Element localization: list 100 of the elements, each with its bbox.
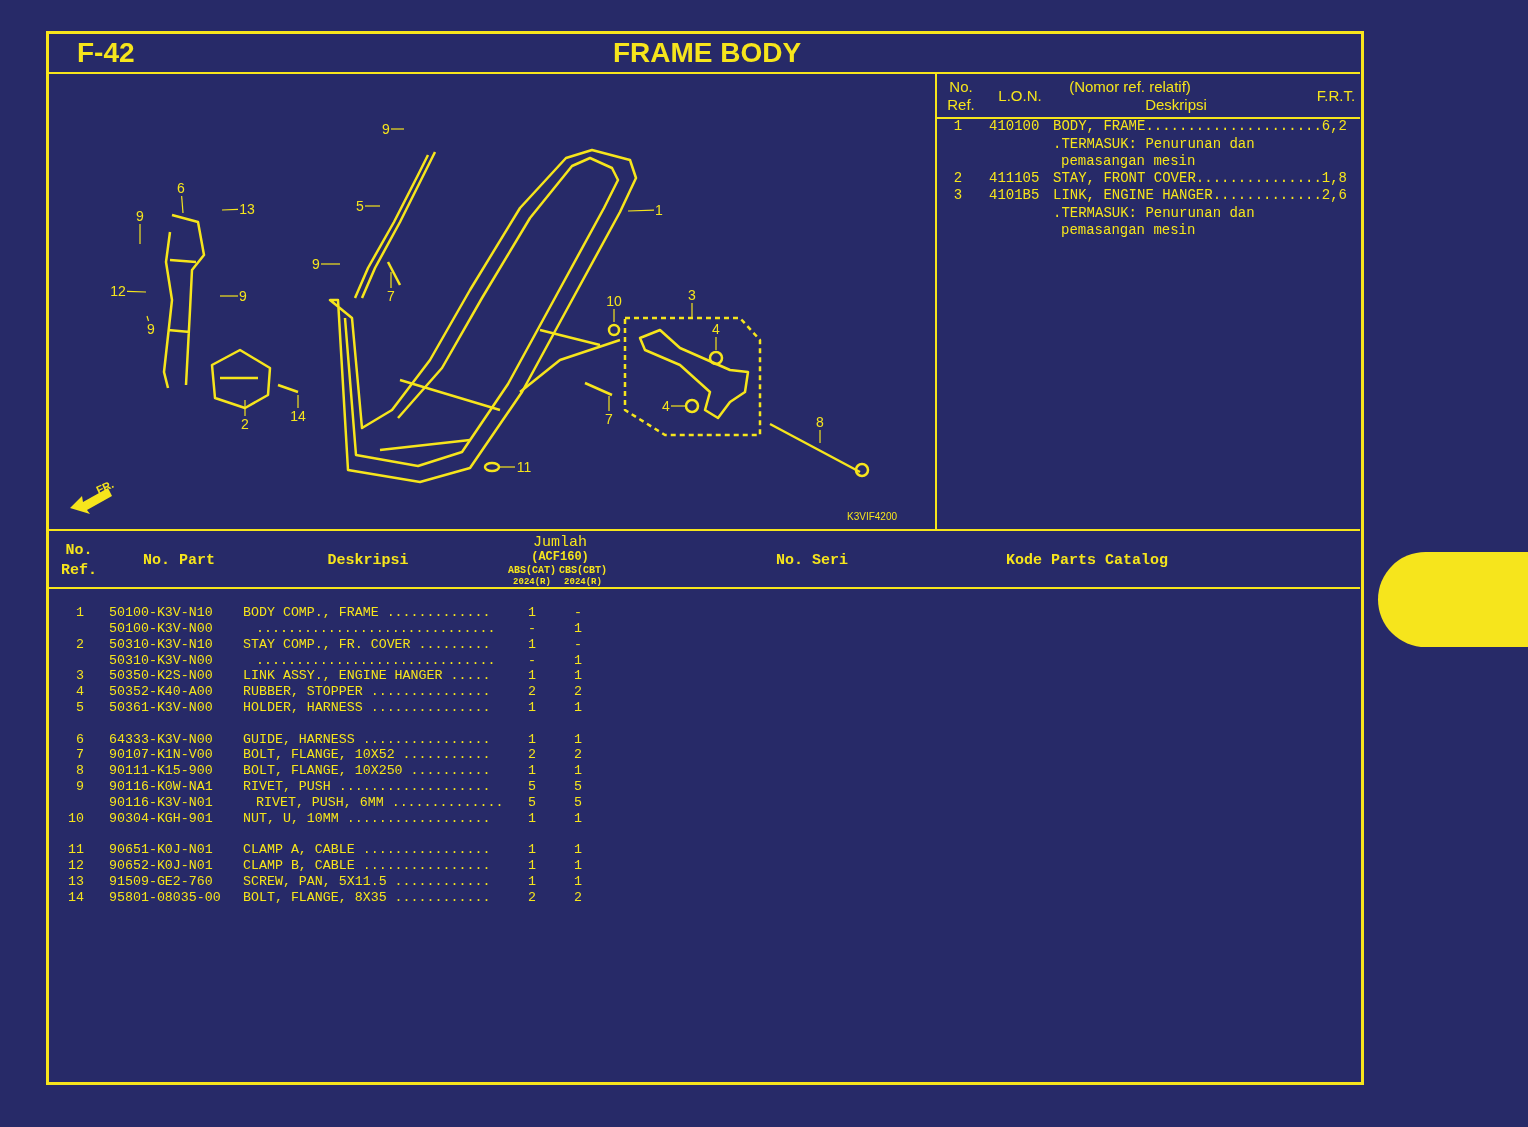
model-year: 2024(R): [513, 577, 551, 587]
quantity-value: 1: [574, 668, 582, 685]
page-title: FRAME BODY: [612, 36, 802, 70]
quantity-value: 1: [528, 699, 536, 716]
leader-line: [497, 466, 516, 468]
leader-line: [219, 295, 239, 297]
part-description: GUIDE, HARNESS ................: [243, 731, 491, 748]
quantity-value: 2: [574, 684, 582, 700]
ref-number: 1: [76, 605, 84, 621]
quantity-value: 1: [574, 731, 582, 748]
quantity-value: 1: [574, 810, 582, 827]
part-description: BOLT, FLANGE, 10X250 ..........: [243, 763, 491, 779]
ref-number: 3: [953, 187, 963, 205]
column-header: F.R.T.: [1316, 87, 1356, 105]
leader-line: [819, 429, 821, 444]
part-description: LINK, ENGINE HANGER.............: [1053, 187, 1322, 205]
leader-line: [691, 302, 693, 319]
part-description: RIVET, PUSH, 6MM ..............: [256, 794, 504, 811]
quantity-value: 2: [528, 747, 536, 764]
part-number: 90116-K3V-N01: [109, 794, 213, 811]
ref-number: 14: [68, 889, 84, 906]
part-description: STAY, FRONT COVER...............: [1053, 170, 1322, 188]
leader-line: [715, 336, 717, 351]
side-tab: [1378, 552, 1528, 647]
callout-number: 7: [386, 288, 396, 304]
column-header: Deskripsi: [327, 552, 409, 570]
quantity-value: 1: [528, 636, 536, 653]
drawing-code: K3VIF4200: [847, 511, 898, 523]
leader-line: [390, 271, 392, 289]
part-number: 50100-K3V-N00: [109, 620, 213, 637]
leader-line: [627, 209, 655, 212]
part-description: ..............................: [256, 652, 496, 669]
column-header: (Nomor ref. relatif): [1069, 78, 1191, 96]
part-number: 50361-K3V-N00: [109, 699, 213, 716]
part-number: 50350-K2S-N00: [109, 668, 213, 685]
ref-number: 13: [68, 873, 84, 890]
frt-value: 6,2: [1321, 118, 1347, 136]
part-number: 90652-K0J-N01: [109, 857, 213, 874]
ref-number: 12: [68, 857, 84, 874]
part-description: SCREW, PAN, 5X11.5 ............: [243, 873, 491, 890]
callout-number: 9: [381, 121, 391, 137]
part-number: 50310-K3V-N00: [109, 652, 213, 669]
lon-code: 411105: [989, 170, 1040, 188]
variant-code: CBS(CBT): [559, 564, 607, 576]
inclusion-note: .TERMASUK: Penurunan dan pemasangan mesin: [1053, 135, 1256, 171]
direction-label: FR.: [93, 476, 116, 498]
leader-line: [221, 208, 239, 211]
quantity-value: 1: [574, 857, 582, 874]
part-number: 90116-K0W-NA1: [109, 778, 213, 795]
part-description: RIVET, PUSH ...................: [243, 778, 491, 795]
part-description: LINK ASSY., ENGINE HANGER .....: [243, 668, 491, 685]
quantity-value: -: [528, 652, 536, 669]
callout-number: 6: [176, 180, 186, 196]
ref-number: 2: [953, 170, 963, 188]
frt-value: 1,8: [1321, 170, 1347, 188]
leader-line: [364, 205, 381, 207]
model-code: (ACF160): [531, 550, 589, 564]
quantity-value: 1: [574, 873, 582, 890]
part-number: 50352-K40-A00: [109, 684, 213, 700]
leader-line: [181, 195, 184, 214]
ref-number: 11: [68, 842, 84, 858]
ref-number: 2: [76, 636, 84, 653]
leader-line: [613, 308, 615, 323]
quantity-value: 1: [528, 857, 536, 874]
ref-number: 9: [76, 778, 84, 795]
quantity-value: 5: [528, 794, 536, 811]
leader-line: [139, 223, 141, 245]
lon-code: 410100: [989, 118, 1040, 136]
quantity-value: 1: [574, 842, 582, 858]
quantity-value: 1: [574, 763, 582, 779]
part-number: 90111-K15-900: [109, 763, 213, 779]
part-number: 50100-K3V-N10: [109, 605, 213, 621]
quantity-value: -: [528, 620, 536, 637]
part-number: 64333-K3V-N00: [109, 731, 213, 748]
ref-number: 10: [68, 810, 84, 827]
ref-number: 3: [76, 668, 84, 685]
callout-number: 10: [605, 293, 623, 309]
quantity-value: 1: [574, 652, 582, 669]
frt-value: 2,6: [1321, 187, 1347, 205]
section-code: F-42: [77, 38, 135, 68]
callout-number: 1: [654, 202, 664, 218]
quantity-value: 1: [528, 810, 536, 827]
inclusion-note: .TERMASUK: Penurunan dan pemasangan mesin: [1053, 204, 1256, 240]
quantity-value: 1: [528, 605, 536, 621]
ref-number: 6: [76, 731, 84, 748]
quantity-value: 2: [528, 889, 536, 906]
leader-line: [320, 263, 341, 265]
column-header: No. Seri: [776, 552, 848, 570]
part-description: NUT, U, 10MM ..................: [243, 810, 491, 827]
callout-number: 3: [687, 287, 697, 303]
ref-number: 8: [76, 763, 84, 779]
quantity-value: -: [574, 605, 582, 621]
part-description: BODY COMP., FRAME .............: [243, 605, 491, 621]
part-number: 50310-K3V-N10: [109, 636, 213, 653]
model-year: 2024(R): [564, 577, 602, 587]
leader-line: [146, 315, 150, 322]
quantity-value: 1: [574, 620, 582, 637]
callout-number: 2: [240, 416, 250, 432]
quantity-value: 2: [528, 684, 536, 700]
column-header: No. Ref.: [60, 541, 98, 581]
